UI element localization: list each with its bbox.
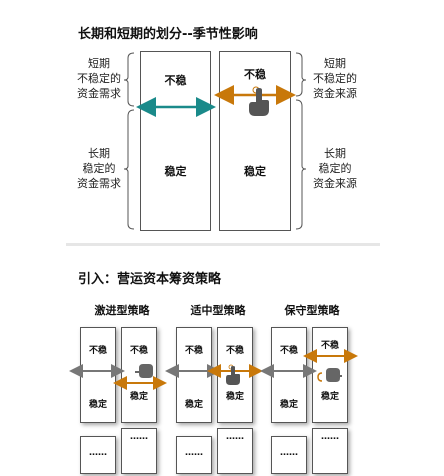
section-divider <box>66 243 380 246</box>
conservative-demand-more-box <box>271 436 307 474</box>
aggressive-source-ellipsis: …… <box>130 432 148 442</box>
moderate-source-ellipsis: …… <box>226 432 244 442</box>
source-unstable-label: 不稳 <box>244 68 266 81</box>
moderate-demand-stable: 稳定 <box>184 400 203 410</box>
long-term-source-label: 长期 稳定的 资金来源 <box>313 147 357 190</box>
moderate-source-unstable: 不稳 <box>225 346 244 356</box>
right-top-bracket <box>295 52 307 97</box>
demand-unstable-label: 不稳 <box>164 74 187 87</box>
right-bottom-bracket <box>295 99 307 230</box>
moderate-source-stable: 稳定 <box>225 392 244 402</box>
bottom-title: 引入：营运资本筹资策略 <box>78 272 222 287</box>
conservative-source-more-box <box>312 428 348 474</box>
demand-stable-label: 稳定 <box>164 165 187 178</box>
aggressive-demand-stable: 稳定 <box>88 400 107 410</box>
hand-pointer-icon <box>226 364 240 385</box>
moderate-source-more-box <box>217 428 253 474</box>
hand-grab-icon <box>135 364 153 378</box>
left-bottom-bracket <box>123 109 135 230</box>
aggressive-source-more-box <box>121 428 157 474</box>
short-term-source-label: 短期 不稳定的 资金来源 <box>313 57 357 100</box>
conservative-hook-arrow <box>317 372 323 382</box>
top-title: 长期和短期的划分--季节性影响 <box>78 27 258 42</box>
aggressive-demand-unstable: 不稳 <box>88 346 107 356</box>
moderate-demand-ellipsis: …… <box>185 448 203 458</box>
source-stable-label: 稳定 <box>244 165 266 178</box>
source-box <box>219 51 291 231</box>
hand-pointer-icon <box>249 86 269 116</box>
conservative-source-ellipsis: …… <box>321 432 339 442</box>
conservative-source-stable: 稳定 <box>320 392 339 402</box>
aggressive-source-unstable: 不稳 <box>129 346 148 356</box>
strategy-conservative-title: 保守型策略 <box>284 304 340 317</box>
short-term-need-label: 短期 不稳定的 资金需求 <box>77 57 121 100</box>
hand-grab-icon <box>326 368 342 382</box>
long-term-need-label: 长期 稳定的 资金需求 <box>77 147 121 190</box>
conservative-source-unstable: 不稳 <box>320 341 339 351</box>
conservative-demand-stable: 稳定 <box>279 400 298 410</box>
aggressive-demand-ellipsis: …… <box>89 448 107 458</box>
moderate-demand-more-box <box>176 436 212 474</box>
conservative-demand-ellipsis: …… <box>280 448 298 458</box>
aggressive-demand-more-box <box>80 436 116 474</box>
strategy-moderate-title: 适中型策略 <box>190 304 246 317</box>
left-top-bracket <box>123 52 135 107</box>
conservative-demand-unstable: 不稳 <box>279 346 298 356</box>
moderate-demand-unstable: 不稳 <box>184 346 203 356</box>
strategy-aggressive-title: 激进型策略 <box>94 304 150 317</box>
demand-box <box>140 51 211 231</box>
aggressive-source-stable: 稳定 <box>129 392 148 402</box>
